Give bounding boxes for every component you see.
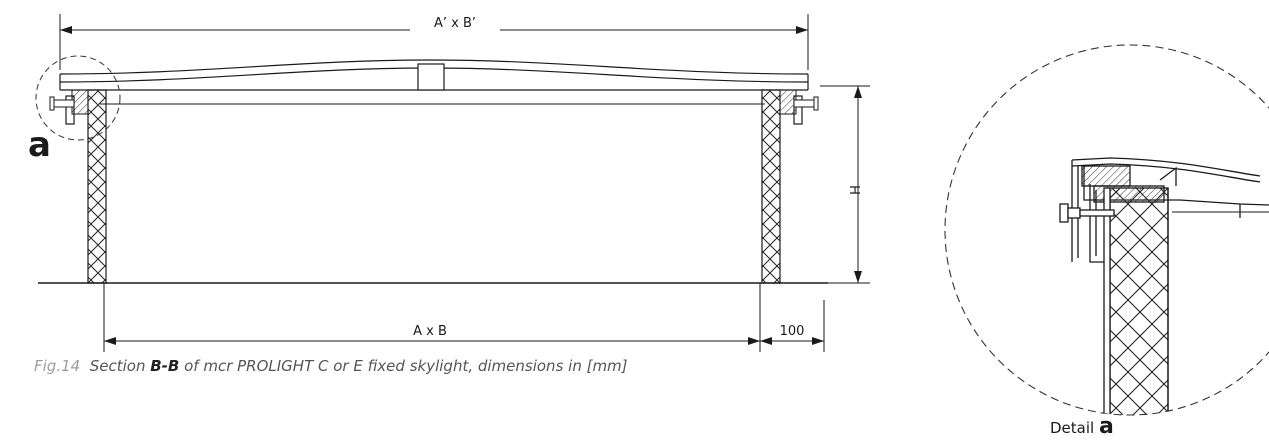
caption-text-after: of mcr PROLIGHT C or E fixed skylight, d…: [184, 357, 628, 375]
figure-caption: Fig.14 Section B-B of mcr PROLIGHT C or …: [34, 357, 628, 375]
detail-marker-letter: a: [28, 125, 51, 165]
left-upstand: [49, 89, 107, 284]
right-upstand: [761, 89, 819, 284]
detail-marker-circle: [35, 55, 121, 141]
dim-bottom-label: A x B: [413, 324, 447, 339]
caption-text-before: Section: [89, 357, 146, 375]
caption-section-ref: B-B: [150, 357, 180, 375]
detail-view: [944, 44, 1269, 416]
detail-label-letter: a: [1098, 414, 1114, 439]
dimension-top: A’ x B’: [59, 14, 809, 70]
dim-top-label: A’ x B’: [434, 16, 476, 31]
figure-number: Fig.14: [34, 357, 81, 375]
detail-label-text: Detail: [1050, 419, 1095, 437]
detail-label: Detail a: [1050, 414, 1114, 439]
dim-height-label: H: [846, 185, 861, 195]
dimension-bottom: A x B 100: [103, 283, 825, 352]
dimension-height: H: [820, 85, 870, 284]
dim-side-label: 100: [780, 324, 805, 339]
skylight-lid: [59, 59, 809, 105]
